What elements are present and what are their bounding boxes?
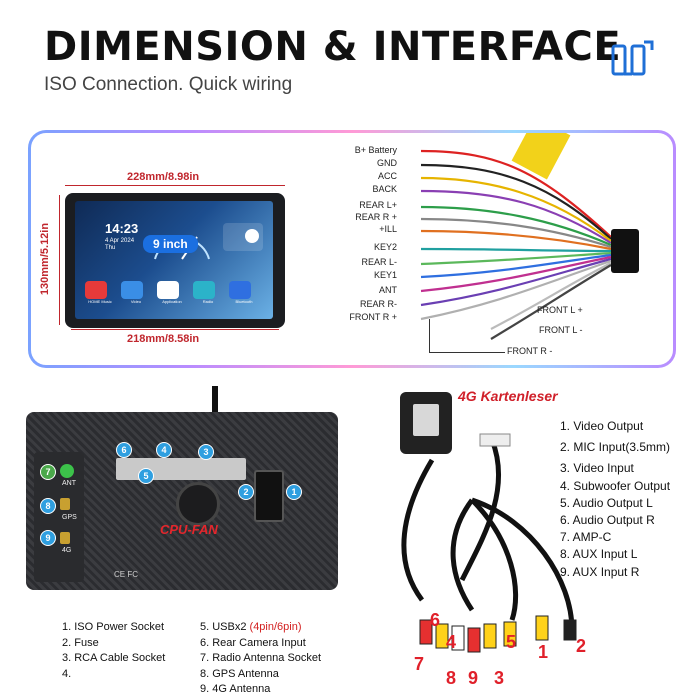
- screen-size-badge: 9 inch: [143, 235, 198, 253]
- rca-number: 4: [446, 632, 457, 652]
- 4g-socket: [60, 532, 70, 544]
- badge-5: 5: [138, 468, 154, 484]
- rca-number: 6: [430, 610, 441, 630]
- sim-card-reader: [400, 392, 452, 454]
- wire-label: FRONT R +: [349, 312, 397, 322]
- cpu-fan-icon: [176, 482, 220, 526]
- badge-2: 2: [238, 484, 254, 500]
- wire-label: FRONT L -: [539, 325, 583, 335]
- port-label-4g: 4G: [62, 547, 72, 554]
- certification-marks: CE FC: [114, 570, 138, 579]
- radio-antenna-socket: [60, 464, 74, 478]
- iso-power-socket: [254, 470, 284, 522]
- multi-pin-connector: [479, 433, 511, 447]
- sim-slot: [413, 404, 439, 436]
- app-tile-bluetooth[interactable]: Bluetooth: [229, 281, 259, 304]
- height-dimension-line: [59, 195, 60, 325]
- badge-3: 3: [198, 444, 214, 460]
- badge-6: 6: [116, 442, 132, 458]
- badge-7: 7: [40, 464, 56, 480]
- wire-label: REAR L+: [359, 200, 397, 210]
- iso-connector: [611, 229, 639, 273]
- output-list: 1. Video Output 2. MIC Input(3.5mm) 3. V…: [560, 419, 671, 579]
- rca-number: 9: [468, 668, 479, 688]
- port-label-gps: GPS: [62, 514, 77, 521]
- wire-label: FRONT L +: [537, 305, 583, 315]
- rca-number: 3: [494, 668, 505, 688]
- cpu-fan-label: CPU-FAN: [160, 522, 218, 537]
- day-text: Thu: [105, 245, 116, 251]
- wire-label: ACC: [377, 171, 397, 181]
- radio-icon: [193, 281, 215, 299]
- badge-9: 9: [40, 530, 56, 546]
- wire-label: FRONT R -: [507, 346, 553, 356]
- cable-stub: [212, 386, 218, 416]
- wire-label: KEY2: [373, 242, 397, 252]
- wire-label: GND: [377, 158, 397, 168]
- legend-col-1: 1. ISO Power Socket 2. Fuse 3. RCA Cable…: [62, 621, 166, 680]
- rca-number: 2: [576, 636, 587, 656]
- card-reader-title: 4G Kartenleser: [458, 388, 558, 404]
- clock-text: 14:23: [105, 221, 139, 236]
- gps-socket: [60, 498, 70, 510]
- wire-label: +ILL: [379, 224, 397, 234]
- badge-4: 4: [156, 442, 172, 458]
- media-widget: [223, 223, 263, 251]
- usb-rca-sockets: [116, 458, 246, 480]
- app-tile-video[interactable]: Video: [121, 281, 151, 304]
- front-r-leader-line: [429, 352, 505, 353]
- date-text: 4 Apr 2024: [105, 238, 135, 244]
- page-subtitle: ISO Connection. Quick wiring: [44, 74, 293, 95]
- wire-label: ANT: [379, 285, 397, 295]
- rca-number: 1: [538, 642, 549, 662]
- wiring-harness: [420, 133, 639, 340]
- legend-col-2: 5. USBx2 (4pin/6pin) 6. Rear Camera Inpu…: [200, 621, 322, 695]
- bluetooth-icon: [229, 281, 251, 299]
- badge-1: 1: [286, 484, 302, 500]
- dimension-panel: 228mm/8.98in 130mm/5.12in 218mm/8.58in 1…: [28, 130, 676, 368]
- wire-label: REAR R +: [355, 212, 397, 222]
- front-r-leader-line: [429, 319, 430, 352]
- apps-icon: [157, 281, 179, 299]
- head-unit-device: 14:23 4 Apr 2024 Thu HOME Music Video: [65, 193, 285, 328]
- music-icon: [85, 281, 107, 299]
- wire-label: KEY1: [373, 270, 397, 280]
- badge-8: 8: [40, 498, 56, 514]
- play-icon[interactable]: [245, 229, 259, 243]
- wire-label: REAR R-: [359, 299, 397, 309]
- rca-number: 7: [414, 654, 425, 674]
- app-tile-music[interactable]: HOME Music: [85, 281, 115, 304]
- rca-number: 8: [446, 668, 457, 688]
- device-back-panel: 7 ANT 8 GPS 9 4G 6 4 3 5 CPU-FAN 2 1 CE …: [26, 412, 338, 590]
- page-title: DIMENSION & INTERFACE: [44, 24, 622, 70]
- bottom-dimension-label: 218mm/8.58in: [127, 333, 200, 345]
- app-tile-application[interactable]: Application: [157, 281, 187, 304]
- bottom-dimension-line: [71, 329, 279, 330]
- fuse-tag: [511, 133, 571, 180]
- video-icon: [121, 281, 143, 299]
- wire-label: BACK: [372, 184, 397, 194]
- device-screen: 14:23 4 Apr 2024 Thu HOME Music Video: [75, 201, 273, 319]
- width-dimension-label: 228mm/8.98in: [127, 171, 200, 183]
- app-tile-radio[interactable]: Radio: [193, 281, 223, 304]
- rca-cable-bundle: [401, 433, 577, 653]
- wire-label: REAR L-: [361, 257, 397, 267]
- connection-flow-icon: [611, 40, 654, 76]
- rca-number: 5: [506, 632, 517, 652]
- width-dimension-line: [65, 185, 285, 186]
- height-dimension-label: 130mm/5.12in: [39, 222, 52, 296]
- wire-label: B+ Battery: [354, 145, 397, 155]
- port-label-ant: ANT: [62, 480, 76, 487]
